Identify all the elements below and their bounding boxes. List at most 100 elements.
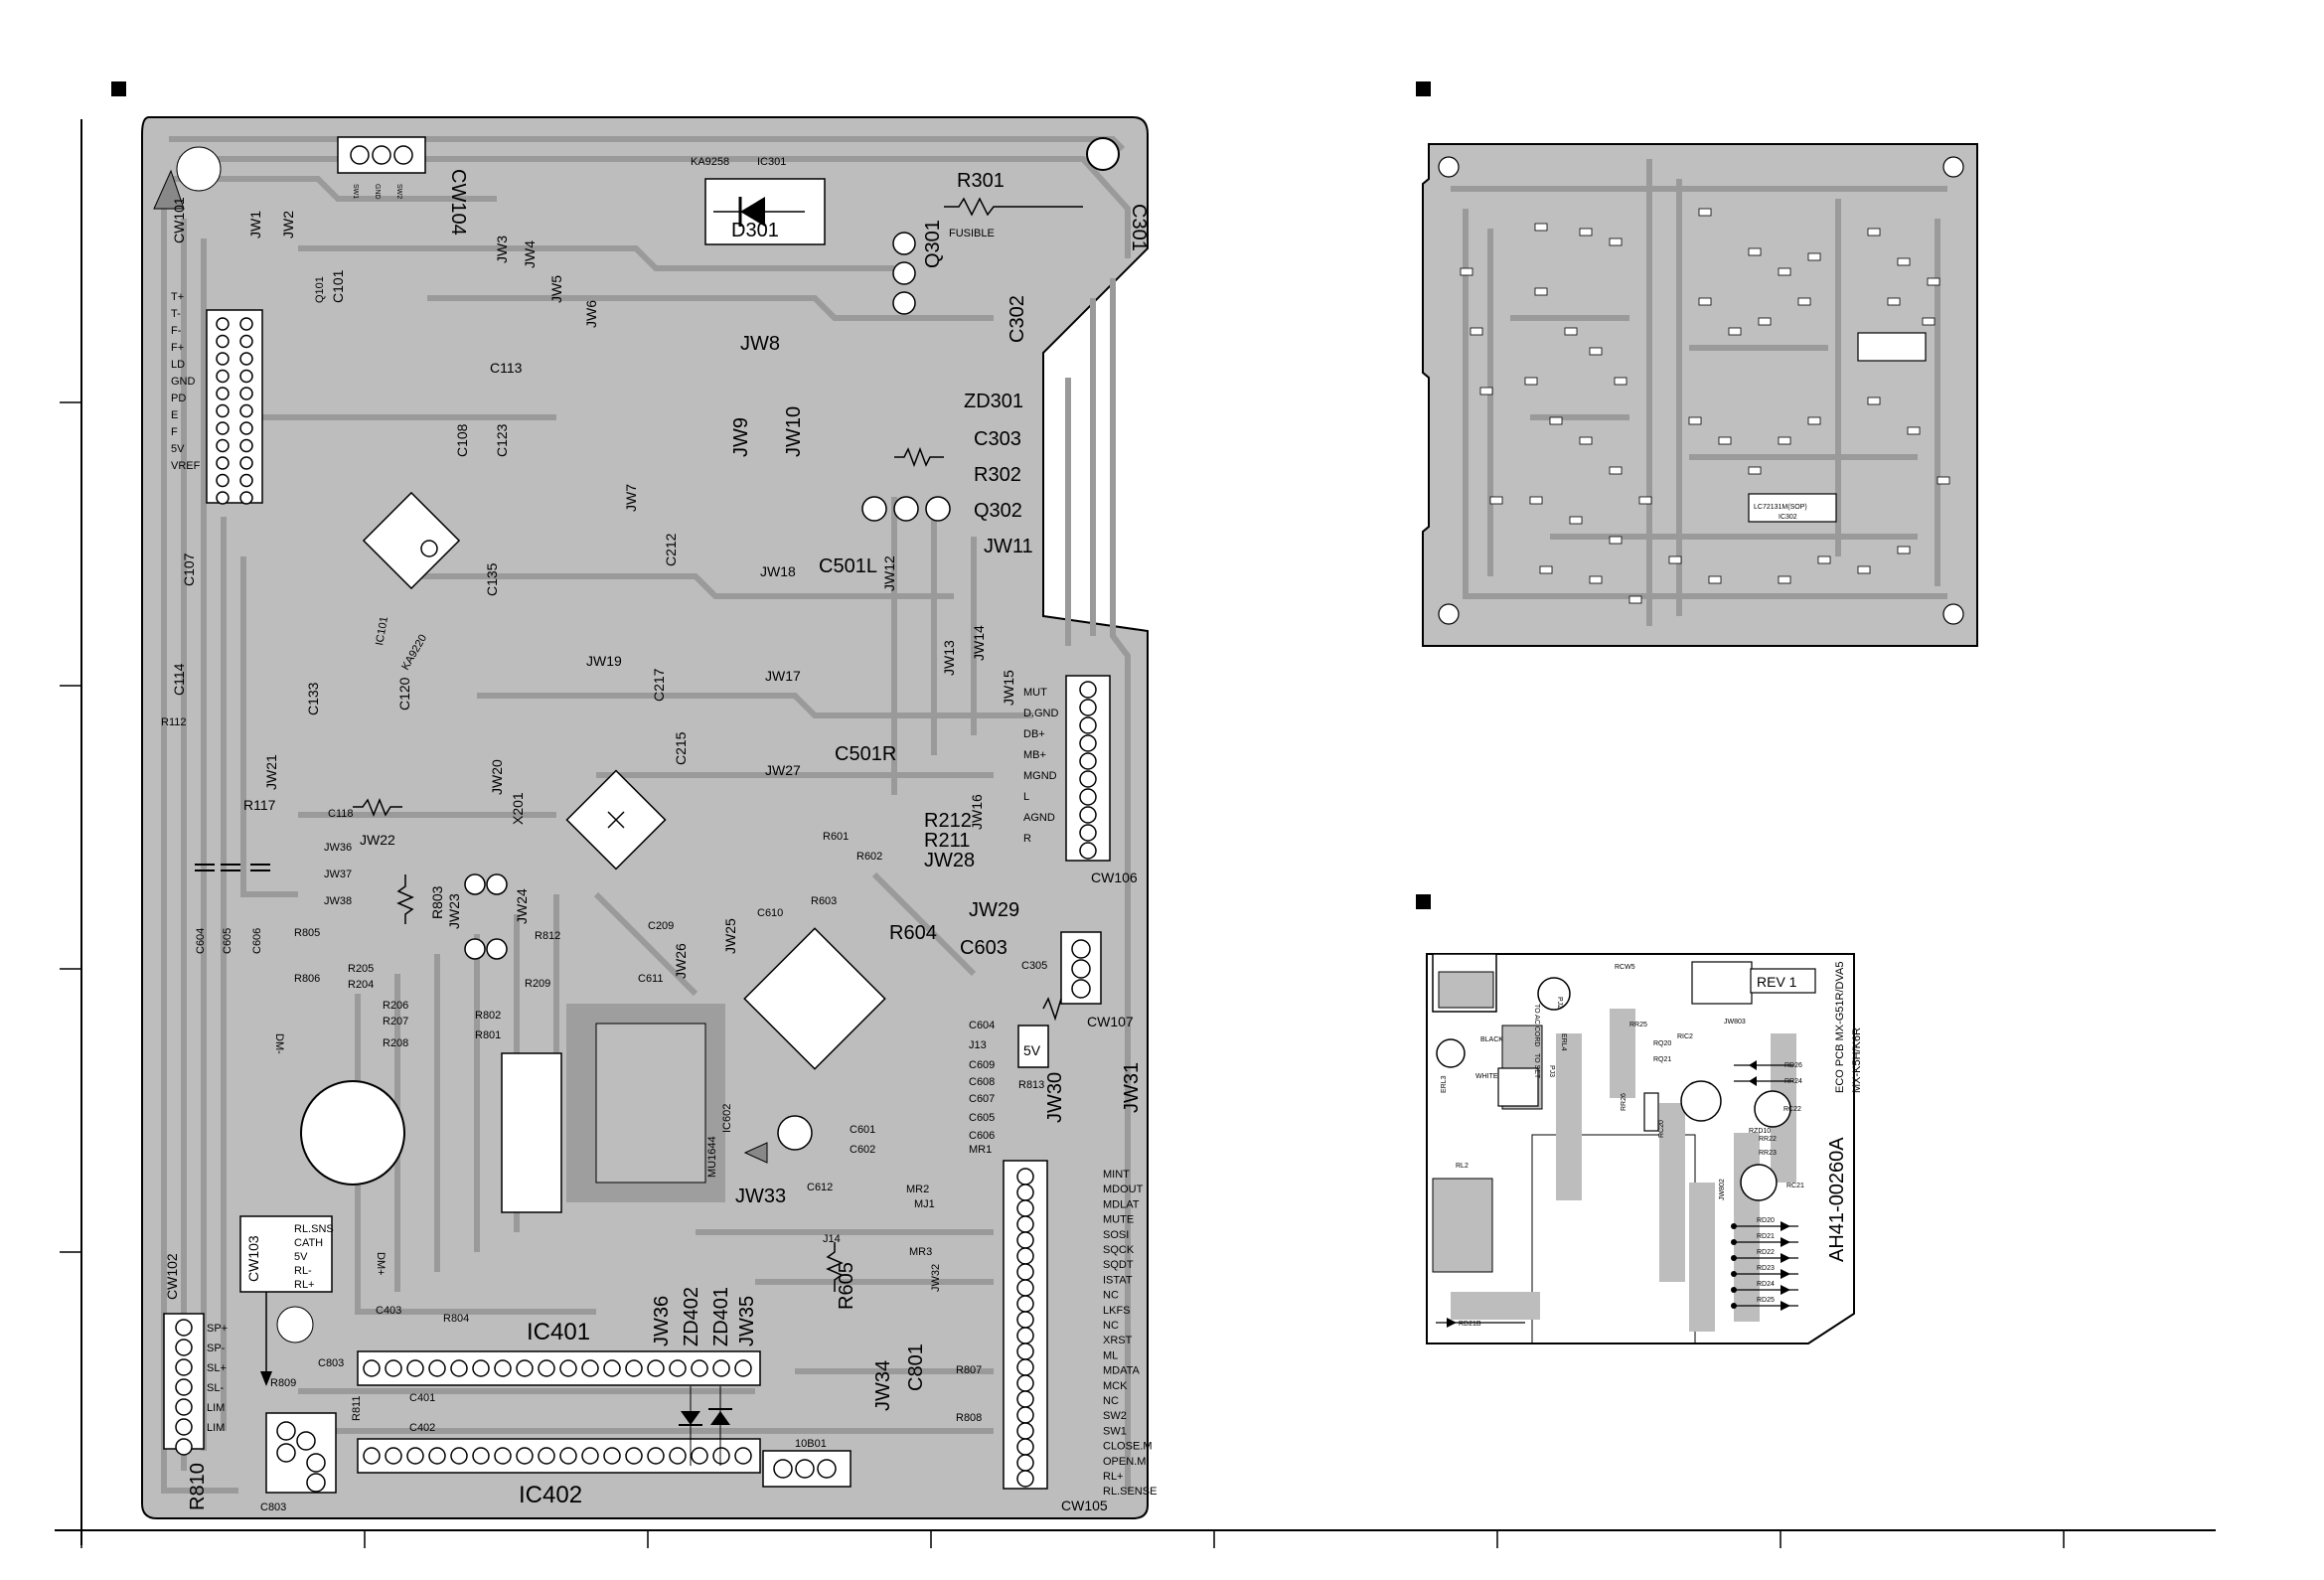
part-label-c403: C403 <box>376 1305 401 1317</box>
pin-pad <box>175 1378 193 1396</box>
pin-pad <box>734 1447 752 1465</box>
part-label-r605: R605 <box>836 1262 857 1310</box>
pin-pad <box>647 1447 665 1465</box>
smd-part <box>1748 247 1762 256</box>
pin-pad <box>216 403 230 418</box>
eco-part-label: TO AC CORD <box>1533 1004 1540 1046</box>
part-label-jw32: JW32 <box>930 1264 942 1292</box>
eco-title-line-2: MX-K5H/K6R <box>1851 1027 1863 1093</box>
part-label-jw22: JW22 <box>360 832 395 848</box>
pin-pad <box>538 1359 555 1377</box>
pin-pad <box>1079 770 1097 788</box>
part-label-jw4: JW4 <box>522 240 538 268</box>
pin-label: LIM <box>207 1422 225 1434</box>
part-label-q101: Q101 <box>314 276 326 303</box>
smd-part <box>1534 223 1548 232</box>
part-label-jw14: JW14 <box>971 625 987 661</box>
pin-pad <box>1731 1255 1737 1261</box>
part-label-d301: D301 <box>731 220 779 241</box>
part-label-j13: J13 <box>969 1039 987 1051</box>
part-label-jw26: JW26 <box>673 943 689 979</box>
part-label-jw1: JW1 <box>247 211 263 238</box>
smd-part <box>1614 377 1627 386</box>
part-label-c601: C601 <box>850 1124 875 1136</box>
pin-pad <box>538 1447 555 1465</box>
pin-pad <box>669 1447 687 1465</box>
eco-part-label: PJ2 <box>1556 997 1563 1009</box>
pin-pad <box>175 1398 193 1416</box>
part-label-c5v: 5V <box>1023 1042 1041 1058</box>
pin-pad <box>216 438 230 453</box>
part-label-r813: R813 <box>1018 1079 1044 1091</box>
pin-pad <box>406 1447 424 1465</box>
part-label-c606: C606 <box>251 928 263 954</box>
pin-pad <box>1016 1168 1034 1185</box>
part-label-c215: C215 <box>673 731 689 765</box>
pin-label: F- <box>171 325 182 337</box>
pin-pad <box>1016 1327 1034 1344</box>
pin-label: SP- <box>207 1343 226 1354</box>
part-label-c603: C603 <box>960 937 1007 959</box>
pin-pad <box>1079 842 1097 860</box>
part-label-c603b: C803 <box>260 1501 286 1513</box>
eco-part-label: RR23 <box>1759 1150 1777 1157</box>
diode-symbol <box>1781 1285 1790 1295</box>
connector-label-cw101: CW101 <box>171 197 187 243</box>
pin-pad <box>1016 1199 1034 1217</box>
pin-label: D.GND <box>1023 708 1059 719</box>
pin-pad <box>216 387 230 400</box>
part-label-r809: R809 <box>270 1377 296 1389</box>
smd-part <box>1609 237 1623 246</box>
part-label-c303: C303 <box>974 428 1021 450</box>
eco-part-label: RL2 <box>1456 1163 1469 1170</box>
part-label-r211: R211 <box>924 830 970 852</box>
pin-label: SW1 <box>352 184 359 199</box>
pin-pad <box>239 473 253 488</box>
part-label-c217: C217 <box>651 668 667 702</box>
part-label-r603: R603 <box>811 895 837 907</box>
part-label-c501r: C501R <box>835 743 896 765</box>
eco-part-label: RD20 <box>1757 1217 1775 1224</box>
part-label-c113: C113 <box>490 360 523 376</box>
pin-label: CLOSE.M <box>1103 1441 1153 1453</box>
pin-pad <box>691 1359 708 1377</box>
pin-pad <box>216 473 230 488</box>
pin-pad <box>1731 1271 1737 1277</box>
pin-pad <box>175 1438 193 1456</box>
pin-pad <box>625 1447 643 1465</box>
part-label-r208: R208 <box>383 1037 408 1049</box>
part-label-r117: R117 <box>243 797 276 813</box>
pin-pad <box>603 1359 621 1377</box>
eco-part-label: RD21B <box>1459 1321 1481 1328</box>
pin-label: MCK <box>1103 1380 1128 1392</box>
smd-part <box>1470 327 1483 336</box>
smd-part <box>1489 496 1503 505</box>
part-label-r807: R807 <box>956 1364 982 1376</box>
pin-pad <box>1079 806 1097 824</box>
smd-part <box>1628 595 1642 604</box>
eco-part-label: JW802 <box>1719 1179 1726 1200</box>
smd-part <box>1609 536 1623 545</box>
main-board <box>141 116 1149 1519</box>
ic-label-ka9258: KA9258 <box>691 156 729 168</box>
eco-part-label: RD21 <box>1757 1233 1775 1240</box>
eco-part-label: RCW5 <box>1615 964 1635 971</box>
eco-part-label: ERL3 <box>1441 1075 1448 1093</box>
eco-part-label: RR24 <box>1784 1078 1802 1085</box>
eco-part-label: RD25 <box>1757 1297 1775 1304</box>
diode-symbol <box>1749 1076 1757 1086</box>
part-label-jw37: JW37 <box>324 869 352 880</box>
part-label-c608: C608 <box>969 1076 995 1088</box>
frame <box>55 81 2216 1548</box>
eco-part-label: RC21 <box>1786 1183 1804 1189</box>
pin-pad <box>239 421 253 435</box>
part-label-mr3: MR3 <box>909 1246 932 1258</box>
part-label-c305: C305 <box>1021 960 1047 972</box>
part-label-r801: R801 <box>475 1029 501 1041</box>
part-label-c609: C609 <box>969 1059 995 1071</box>
pin-label: SL- <box>207 1382 224 1394</box>
eco-part-label: TO SET <box>1533 1053 1540 1079</box>
pin-label: DB+ <box>1023 728 1045 740</box>
